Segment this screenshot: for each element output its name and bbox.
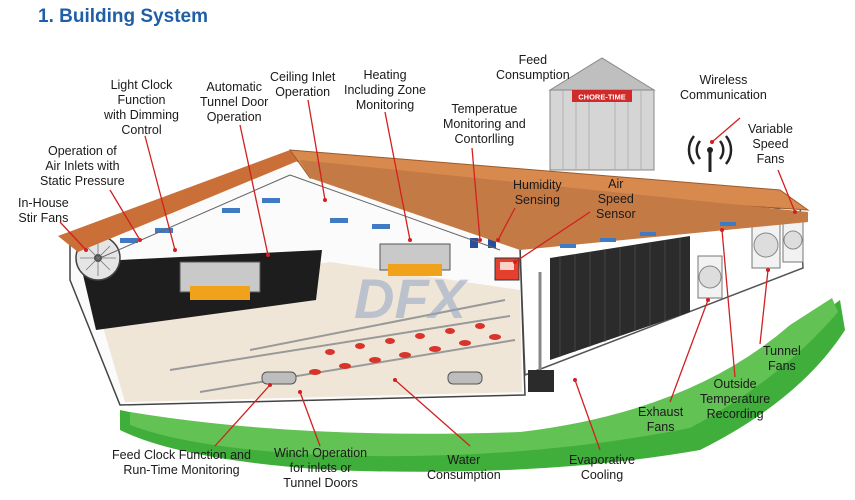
label-evaporative: Evaporative Cooling [569, 453, 636, 482]
label-humidity: Humidity Sensing [513, 178, 562, 207]
antenna-icon [687, 135, 733, 172]
watermark: DFX [354, 267, 470, 330]
label-air-speed: Air Speed Sensor [596, 177, 636, 221]
label-stir-fans: In-House Stir Fans [18, 196, 69, 225]
label-ceiling-inlet: Ceiling Inlet Operation [270, 70, 336, 99]
roof-left [58, 150, 300, 252]
heater-right [379, 243, 451, 276]
label-variable-fans: Variable Speed Fans [748, 122, 793, 166]
roof-right [288, 149, 810, 211]
label-tunnel-fans: Tunnel Fans [763, 344, 801, 373]
label-temperature: Temperatue Monitoring and Contorlling [443, 102, 526, 146]
heater-left [179, 261, 261, 300]
feed-silo [548, 57, 656, 171]
label-heating: Heating Including Zone Monitoring [344, 68, 427, 112]
label-feed-clock: Feed Clock Function and Run-Time Monitor… [112, 448, 251, 477]
control-panel [470, 238, 520, 281]
label-outside-temp: Outside Temperature Recording [700, 377, 771, 421]
label-light-clock: Light Clock Function with Dimming Contro… [104, 78, 180, 137]
label-air-inlets: Operation of Air Inlets with Static Pres… [40, 144, 125, 188]
exhaust-fan [697, 255, 723, 299]
label-exhaust-fans: Exhaust Fans [638, 405, 684, 434]
label-wireless: Wireless Communication [680, 73, 767, 102]
label-water: Water Consumption [427, 453, 501, 482]
silo-brand: CHORE-TIME [578, 93, 626, 102]
page-title: 1. Building System [38, 6, 208, 27]
label-feed-consumption: Feed Consumption [496, 53, 570, 82]
tunnel-fans [751, 217, 804, 269]
label-tunnel-door: Automatic Tunnel Door Operation [200, 80, 269, 124]
label-winch: Winch Operation for inlets or Tunnel Doo… [274, 446, 368, 490]
